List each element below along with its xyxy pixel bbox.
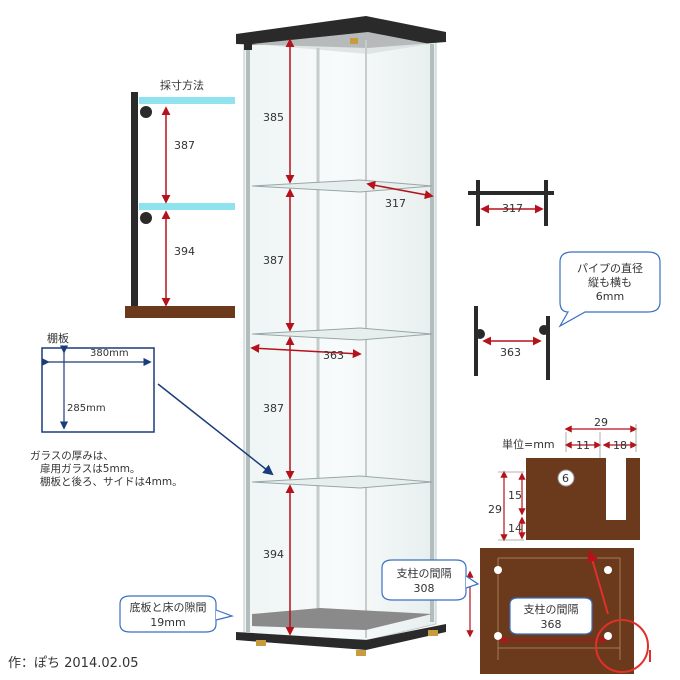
pipe-hole-icon [604, 566, 612, 574]
glass-cabinet: 385 387 387 394 317 363 [236, 16, 446, 656]
measure-title: 採寸方法 [160, 78, 204, 92]
dim-label-18: 18 [613, 439, 627, 452]
shelf-board-figure: 棚板 380mm 285mm [41, 331, 274, 476]
pipe-hole-icon [494, 632, 502, 640]
floor-gap-bubble: 底板と床の隙間 19mm [119, 595, 235, 633]
measure-shelf-top [139, 97, 235, 104]
cabinet-foot [428, 630, 438, 636]
dim-label-387: 387 [174, 139, 195, 152]
shelf-pin-icon [475, 329, 485, 339]
pillar-bubble-308: 支柱の間隔 308 [381, 559, 480, 601]
unit-label: 単位=mm [502, 437, 555, 451]
dim-label-6: 6 [562, 472, 569, 485]
bubble-tail [465, 575, 480, 589]
highlight-circle [595, 619, 649, 673]
dim-label-side-317: 317 [502, 202, 523, 215]
pillar-bubble-368: 支柱の間隔 368 [509, 597, 593, 635]
bubble-line-3: 6mm [596, 290, 624, 303]
dim-label-317: 317 [385, 197, 406, 210]
dim-label-14: 14 [508, 522, 522, 535]
bubble-tail [215, 609, 235, 621]
cabinet-bottom-plate [252, 608, 432, 630]
cabinet-foot [256, 640, 266, 646]
corner-plate-side [626, 458, 640, 520]
dim-label-29-side: 29 [488, 503, 502, 516]
cabinet-ceiling [252, 32, 430, 54]
measure-shelf-mid [139, 203, 235, 210]
dim-label-387-a: 387 [263, 254, 284, 267]
pillar-308-line-2: 308 [414, 582, 435, 595]
dim-label-15: 15 [508, 489, 522, 502]
dim-label-side-363: 363 [500, 346, 521, 359]
corner-plate-bottom [526, 520, 640, 540]
author-credit: 作：ぽち 2014.02.05 [8, 656, 139, 671]
dim-label-394-cabinet: 394 [263, 548, 284, 561]
glass-note-line-2: 扉用ガラスは5mm。 [40, 462, 140, 475]
measure-floor-board [125, 306, 235, 318]
dim-label-385: 385 [263, 111, 284, 124]
bubble-shape [558, 251, 661, 328]
floor-bubble-line-1: 底板と床の隙間 [130, 600, 207, 614]
lock-icon [350, 38, 358, 44]
pipe-hole-icon [557, 469, 575, 487]
dim-label-11: 11 [576, 439, 590, 452]
measure-post [131, 92, 138, 306]
shelf-board-rect [41, 347, 155, 433]
cabinet-foot [356, 650, 366, 656]
floor-bubble-line-2: 19mm [150, 616, 185, 629]
pillar-368-line-1: 支柱の間隔 [524, 602, 579, 616]
bubble-shape [509, 597, 593, 635]
dim-label-285: 285mm [67, 403, 106, 414]
hinge-icon [244, 42, 252, 50]
bubble-line-2: 縦も横も [588, 275, 632, 289]
corner-plate-main [526, 458, 606, 520]
pillar-308-line-1: 支柱の間隔 [397, 566, 452, 580]
cabinet-base [236, 624, 446, 650]
pipe-hole-icon [604, 632, 612, 640]
dim-arrow-317 [366, 180, 434, 200]
shelf-3 [251, 475, 433, 489]
measure-method-figure: 採寸方法 387 394 [125, 78, 235, 318]
dim-label-394: 394 [174, 245, 195, 258]
pipe-spacing-317: 317 [468, 180, 554, 226]
dim-label-380: 380mm [90, 348, 129, 359]
dim-arrow-363 [250, 343, 362, 359]
pillar-368-line-2: 368 [541, 618, 562, 631]
pipe-hole-icon [494, 566, 502, 574]
shelf-pin-icon [140, 106, 152, 118]
dim-label-29-top: 29 [594, 416, 608, 429]
dim-label-387-b: 387 [263, 402, 284, 415]
pipe-diameter-bubble: パイプの直径 縦も横も 6mm [558, 251, 661, 328]
bubble-line-1: パイプの直径 [577, 261, 643, 275]
shelf-2 [251, 327, 433, 341]
shelf-pin-icon [140, 212, 152, 224]
shelf-board-label: 棚板 [47, 331, 69, 345]
highlight-arrow [586, 549, 609, 615]
glass-note-line-3: 棚板と後ろ、サイドは4mm。 [40, 475, 183, 488]
shelf-pin-icon [539, 325, 549, 335]
bubble-shape [381, 559, 467, 601]
bubble-shape [119, 595, 217, 633]
pipe-spacing-363: 363 [474, 306, 550, 380]
glass-thickness-note: ガラスの厚みは、 扉用ガラスは5mm。 棚板と後ろ、サイドは4mm。 [30, 450, 183, 488]
dim-label-363: 363 [323, 349, 344, 362]
glass-note-line-1: ガラスの厚みは、 [30, 450, 114, 462]
corner-detail: 単位=mm 29 11 18 6 29 15 14 [488, 416, 640, 542]
shelf-pointer-arrow [157, 383, 274, 476]
